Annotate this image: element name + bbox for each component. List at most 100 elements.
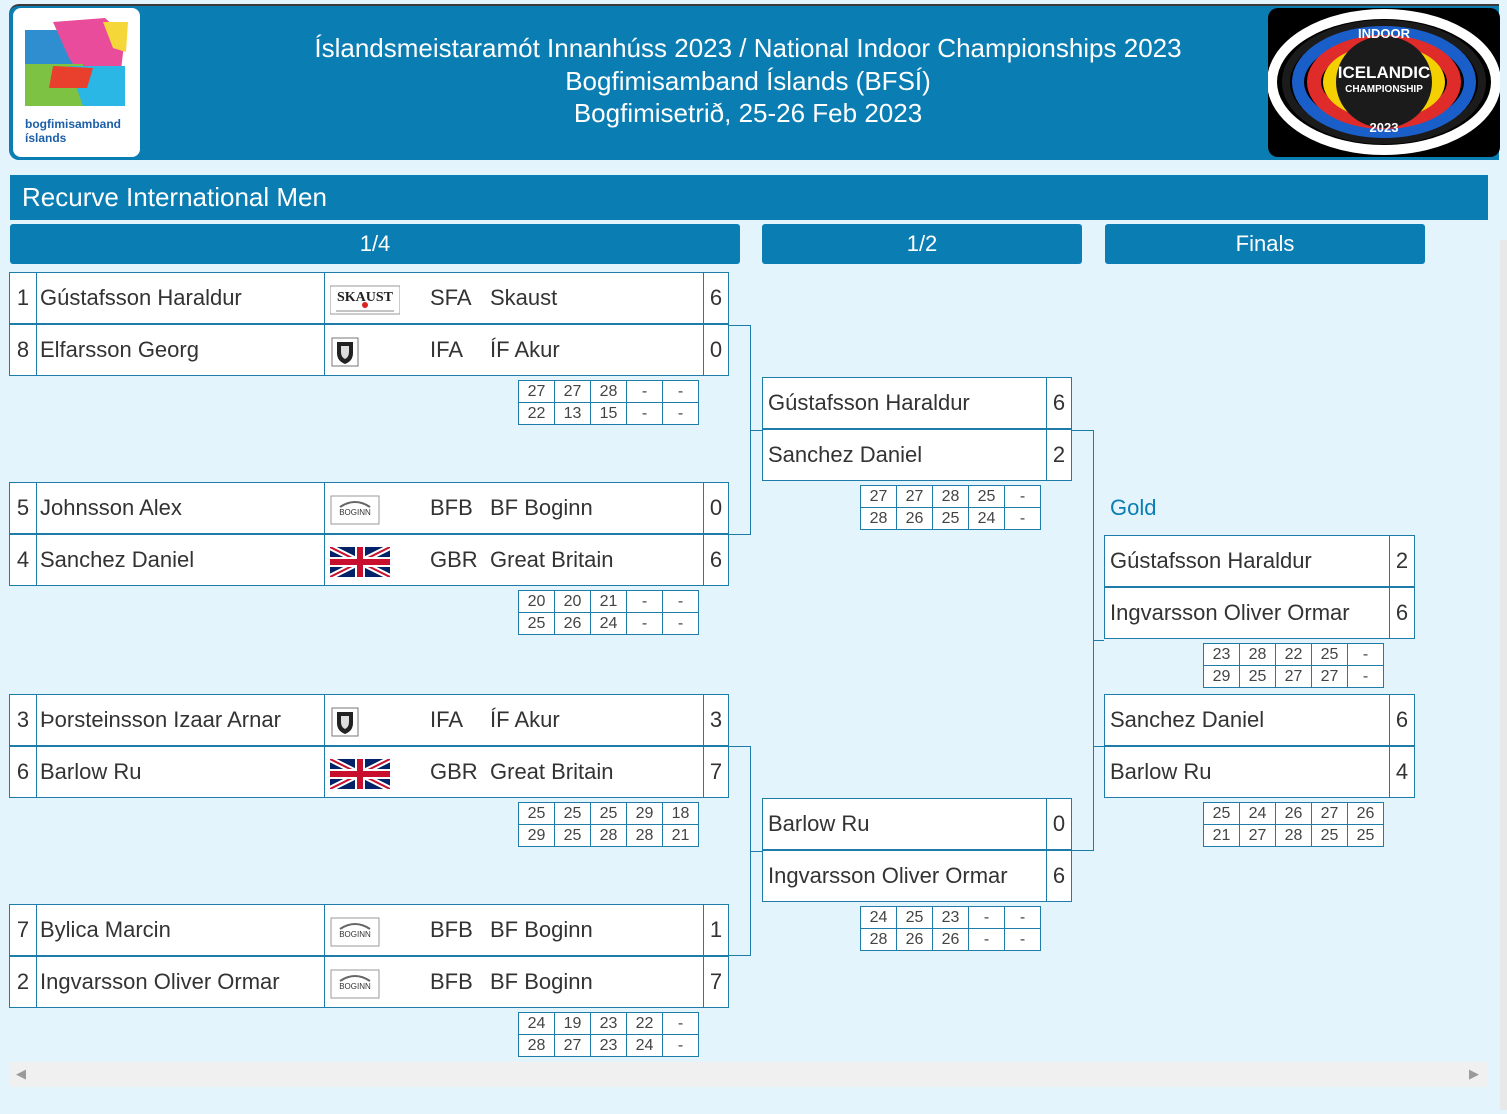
seed-rank: 3 <box>10 695 37 745</box>
end-score: 25 <box>554 802 591 825</box>
set-score: 6 <box>1389 588 1414 638</box>
svg-text:CHAMPIONSHIP: CHAMPIONSHIP <box>1345 84 1423 95</box>
indoor-championship-logo: INDOOR ICELANDIC CHAMPIONSHIP 2023 <box>1267 8 1501 157</box>
end-score: 25 <box>554 824 591 847</box>
seed-rank: 8 <box>10 325 37 375</box>
set-score: 2 <box>1389 536 1414 586</box>
end-score: - <box>1004 906 1041 929</box>
uk-flag-icon <box>328 544 392 580</box>
end-score: 25 <box>1239 665 1276 688</box>
end-score: - <box>662 1034 699 1057</box>
athlete-name: Ingvarsson Oliver Ormar <box>768 863 1008 888</box>
skaust-logo-icon: SKAUST <box>329 285 401 315</box>
bracket-connector <box>1071 430 1094 851</box>
end-score: 24 <box>518 1012 555 1035</box>
end-score: 24 <box>1239 802 1276 825</box>
club-code: IFA <box>430 707 464 732</box>
end-score: 29 <box>518 824 555 847</box>
end-score: 23 <box>932 906 969 929</box>
end-score: - <box>662 612 699 635</box>
end-score: 25 <box>896 906 933 929</box>
end-score: - <box>626 402 663 425</box>
end-score: 24 <box>590 612 627 635</box>
end-score: 28 <box>1239 643 1276 666</box>
bracket-connector <box>1093 746 1104 747</box>
end-score: 21 <box>1203 824 1240 847</box>
organizer-title: Bogfimisamband Íslands (BFSÍ) <box>565 66 931 96</box>
end-score: 25 <box>1311 824 1348 847</box>
bracket-connector <box>728 325 751 535</box>
end-score: 28 <box>1275 824 1312 847</box>
scroll-left-icon[interactable]: ◀ <box>16 1066 26 1081</box>
athlete-row[interactable]: Sanchez Daniel 2 <box>762 429 1072 481</box>
scroll-right-icon[interactable]: ▶ <box>1469 1066 1479 1081</box>
end-score: 25 <box>590 802 627 825</box>
horizontal-scrollbar[interactable]: ◀ ▶ <box>10 1062 1487 1087</box>
set-score: 2 <box>1046 430 1071 480</box>
venue-date: Bogfimisetrið, 25-26 Feb 2023 <box>573 98 923 128</box>
athlete-row[interactable]: Ingvarsson Oliver Ormar 6 <box>1104 587 1415 639</box>
end-score: 27 <box>554 1034 591 1057</box>
athlete-name: Sanchez Daniel <box>768 442 923 467</box>
end-score: 22 <box>1275 643 1312 666</box>
svg-text:SKAUST: SKAUST <box>337 290 394 305</box>
club-code: BFB <box>430 917 473 942</box>
end-score: 27 <box>1239 824 1276 847</box>
svg-text:BOGINN: BOGINN <box>339 982 371 991</box>
seed-rank: 1 <box>10 273 37 323</box>
end-score: 20 <box>554 590 591 613</box>
bracket-connector <box>1093 640 1104 641</box>
end-score: - <box>968 928 1005 951</box>
end-score: 27 <box>518 380 555 403</box>
cell-divider <box>324 747 325 797</box>
boginn-logo-icon: BOGINN <box>330 495 380 525</box>
end-score: 26 <box>1275 802 1312 825</box>
category-title: Recurve International Men <box>10 175 1488 220</box>
vertical-scrollbar[interactable] <box>1500 240 1507 1110</box>
end-score: 29 <box>1203 665 1240 688</box>
end-score: 25 <box>1203 802 1240 825</box>
set-score: 7 <box>703 747 728 797</box>
end-score: - <box>626 380 663 403</box>
athlete-name: Ingvarsson Oliver Ormar <box>1110 600 1350 625</box>
end-score: 15 <box>590 402 627 425</box>
end-score: 27 <box>1311 665 1348 688</box>
athlete-name: Gústafsson Haraldur <box>40 285 242 310</box>
end-score: 24 <box>968 507 1005 530</box>
uk-flag-icon <box>328 756 392 792</box>
club-code: IFA <box>430 337 464 362</box>
svg-text:INDOOR: INDOOR <box>1358 26 1411 41</box>
set-score: 0 <box>1046 799 1071 849</box>
club-code: BFB <box>430 495 473 520</box>
end-score: 29 <box>626 802 663 825</box>
end-score: 25 <box>1347 824 1384 847</box>
athlete-name: Barlow Ru <box>40 759 142 784</box>
end-score: - <box>626 612 663 635</box>
end-score: 23 <box>590 1034 627 1057</box>
end-score: 26 <box>1347 802 1384 825</box>
